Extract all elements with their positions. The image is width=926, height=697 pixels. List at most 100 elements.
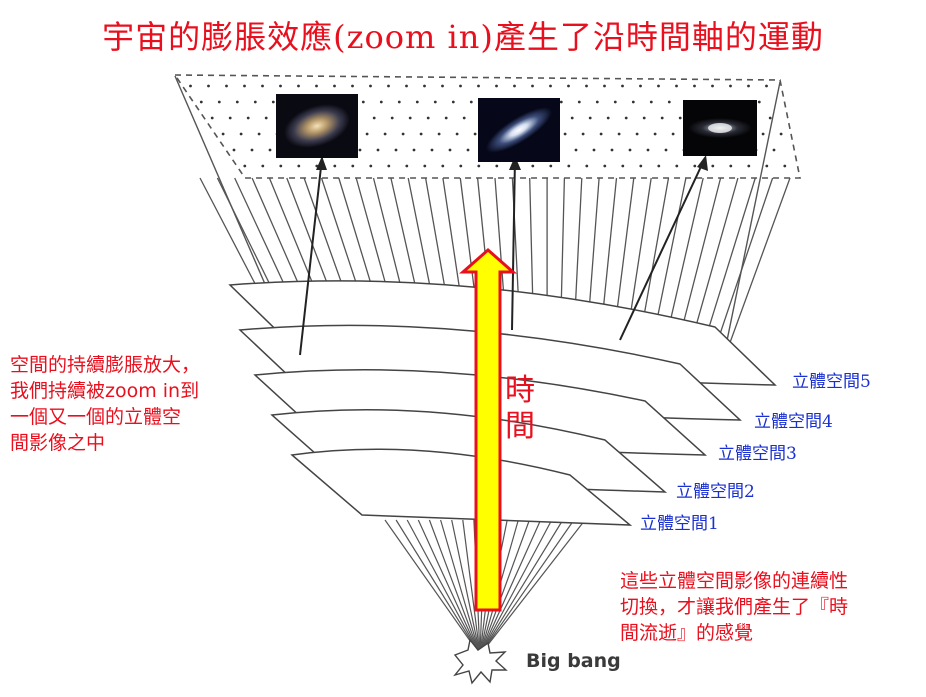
galaxy-image-3 — [683, 100, 757, 156]
grid-dot — [585, 84, 588, 88]
grid-dot — [570, 116, 574, 120]
grid-dot — [574, 148, 578, 152]
slice-label-5: 立體空間5 — [792, 372, 871, 392]
right-annotation-line: 切換，才讓我們產生了『時 — [620, 596, 849, 618]
grid-dot — [199, 100, 203, 104]
grid-dot — [408, 116, 412, 120]
grid-dot — [599, 132, 603, 136]
grid-dot — [351, 164, 355, 168]
grid-dot — [459, 164, 463, 168]
grid-dot — [433, 100, 437, 104]
grid-dot — [261, 164, 265, 168]
grid-dot — [729, 84, 732, 88]
right-annotation-line: 這些立體空間影像的連續性 — [620, 570, 849, 592]
grid-dot — [603, 164, 607, 168]
right-annotation-line: 間流逝』的感覺 — [620, 622, 754, 644]
bottom-cone-line — [384, 519, 481, 656]
bottom-cone-line — [479, 519, 575, 656]
big-bang-label: Big bang — [526, 650, 621, 672]
grid-dot — [495, 164, 499, 168]
grid-dot — [217, 100, 221, 104]
grid-dot — [603, 84, 606, 88]
grid-dot — [253, 100, 257, 104]
grid-dot — [451, 100, 455, 104]
time-label-char: 間 — [505, 409, 535, 444]
grid-dot — [257, 132, 261, 136]
grid-dot — [617, 132, 621, 136]
grid-dot — [657, 84, 660, 88]
left-annotation: 空間的持續膨脹放大， 我們持續被zoom in到 一個又一個的立體空 間影像之中 — [10, 352, 280, 456]
grid-dot — [675, 84, 678, 88]
bottom-cone-line — [406, 519, 481, 656]
left-annotation-line: 空間的持續膨脹放大， — [10, 354, 201, 376]
grid-dot — [462, 116, 466, 120]
grid-dot — [441, 164, 445, 168]
galaxy-arrow-3-head — [697, 155, 708, 171]
slice-label-1: 立體空間1 — [640, 514, 719, 534]
grid-dot — [369, 84, 372, 88]
grid-dot — [423, 84, 426, 88]
grid-dot — [513, 84, 516, 88]
grid-dot — [729, 164, 733, 168]
grid-dot — [271, 100, 275, 104]
grid-dot — [495, 84, 498, 88]
grid-dot — [631, 100, 635, 104]
galaxy-images — [276, 94, 757, 162]
grid-dot — [783, 164, 787, 168]
grid-dot — [390, 116, 394, 120]
grid-dot — [235, 100, 239, 104]
grid-dot — [757, 100, 761, 104]
grid-dot — [660, 116, 664, 120]
bottom-cone-line — [479, 519, 564, 656]
grid-dot — [243, 84, 246, 88]
grid-dot — [358, 148, 362, 152]
grid-dot — [376, 148, 380, 152]
galaxy-arrow-1-head — [316, 156, 327, 170]
grid-dot — [279, 84, 282, 88]
galaxy-arrow-3 — [619, 157, 706, 341]
bottom-cone-line — [479, 519, 553, 656]
grid-dot — [646, 148, 650, 152]
grid-dot — [693, 164, 697, 168]
grid-dot — [261, 84, 264, 88]
grid-dot — [549, 164, 553, 168]
grid-dot — [455, 132, 459, 136]
galaxy-arrows — [299, 155, 708, 356]
grid-dot — [228, 116, 232, 120]
grid-dot — [768, 116, 772, 120]
grid-dot — [397, 100, 401, 104]
grid-dot — [430, 148, 434, 152]
grid-dot — [610, 148, 614, 152]
grid-dot — [221, 132, 225, 136]
cone-edge-right — [721, 81, 781, 366]
grid-dot — [563, 132, 567, 136]
cone-line — [719, 177, 791, 371]
grid-dot — [243, 164, 247, 168]
galaxy-image-2 — [478, 98, 560, 162]
slice-label-3: 立體空間3 — [718, 444, 797, 464]
grid-dot — [657, 164, 661, 168]
grid-dot — [365, 132, 369, 136]
grid-dot — [444, 116, 448, 120]
grid-dot — [441, 84, 444, 88]
grid-dot — [606, 116, 610, 120]
grid-dot — [671, 132, 675, 136]
grid-dot — [239, 132, 243, 136]
grid-dot — [581, 132, 585, 136]
spatial-plane-1 — [290, 448, 633, 526]
grid-dot — [250, 148, 254, 152]
grid-dot — [466, 148, 470, 152]
grid-dot — [189, 84, 192, 88]
grid-dot — [664, 148, 668, 152]
grid-dot — [531, 84, 534, 88]
grid-dot — [639, 84, 642, 88]
grid-dot — [268, 148, 272, 152]
grid-dot — [448, 148, 452, 152]
grid-dot — [653, 132, 657, 136]
grid-dot — [588, 116, 592, 120]
grid-dot — [315, 84, 318, 88]
bottom-cone-line — [451, 519, 481, 656]
grid-dot — [765, 84, 768, 88]
bottom-cone-line — [440, 519, 481, 656]
grid-dot — [415, 100, 419, 104]
